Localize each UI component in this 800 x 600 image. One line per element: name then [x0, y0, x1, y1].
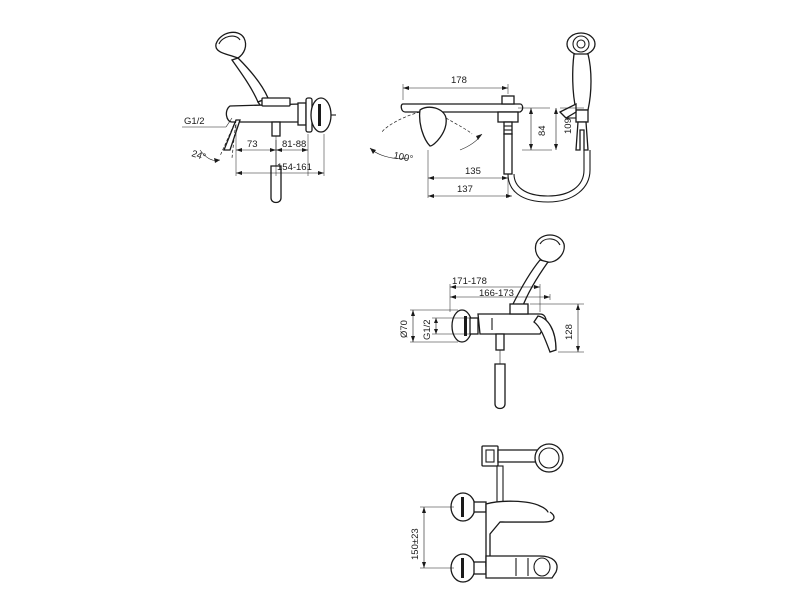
- dimension-label: 81-88: [282, 139, 306, 150]
- mixer-lever: [219, 119, 241, 159]
- dimension-label: 150±23: [410, 528, 421, 560]
- mixer-body: [400, 95, 524, 175]
- dimension-label: 171-178: [452, 276, 487, 287]
- angle-label: 24°: [190, 148, 207, 163]
- mixer-body: [485, 500, 558, 579]
- hand-shower-head: [215, 31, 273, 109]
- dimension-label: 73: [247, 139, 258, 150]
- side-view: 171-178 166-173 Ø70 G1/2 128: [399, 234, 584, 410]
- dimension-label: 137: [457, 184, 473, 195]
- top-view-dimensions: [182, 117, 325, 176]
- wall-rosette: [451, 309, 479, 343]
- upper-connection: [450, 492, 487, 522]
- riser-rod: [496, 465, 504, 507]
- dimension-label: 166-173: [479, 288, 514, 299]
- dimension-label: 109: [563, 118, 574, 134]
- hand-shower: [481, 443, 564, 473]
- dimension-label: 135: [465, 166, 481, 177]
- dimension-label: 84: [537, 125, 548, 136]
- lower-connection: [450, 553, 487, 583]
- top-view: G1/2 24° 73 81-88 154-161: [182, 31, 336, 204]
- outlet-pipe: [494, 333, 506, 410]
- thread-label: G1/2: [184, 116, 205, 127]
- install-view: 150±23: [410, 443, 564, 583]
- front-view: 178 84 109 100° 135 137: [369, 32, 596, 203]
- shower-hose: [507, 150, 591, 203]
- diameter-label: Ø70: [399, 320, 410, 338]
- thread-label: G1/2: [422, 319, 433, 340]
- install-view-dimensions: [420, 506, 454, 569]
- shower-hose: [513, 150, 585, 197]
- hand-shower: [558, 32, 596, 151]
- front-view-dimensions: [402, 84, 584, 198]
- dimension-label: 154-161: [277, 162, 312, 173]
- angle-label: 100°: [392, 150, 414, 165]
- dimension-label: 178: [451, 75, 467, 86]
- mixer-lever: [533, 315, 557, 353]
- mixer-lever: [369, 106, 483, 159]
- dimension-label: 128: [564, 324, 575, 340]
- hand-shower-head: [511, 234, 565, 309]
- mixer-body: [225, 97, 336, 133]
- side-view-dimensions: [410, 284, 584, 353]
